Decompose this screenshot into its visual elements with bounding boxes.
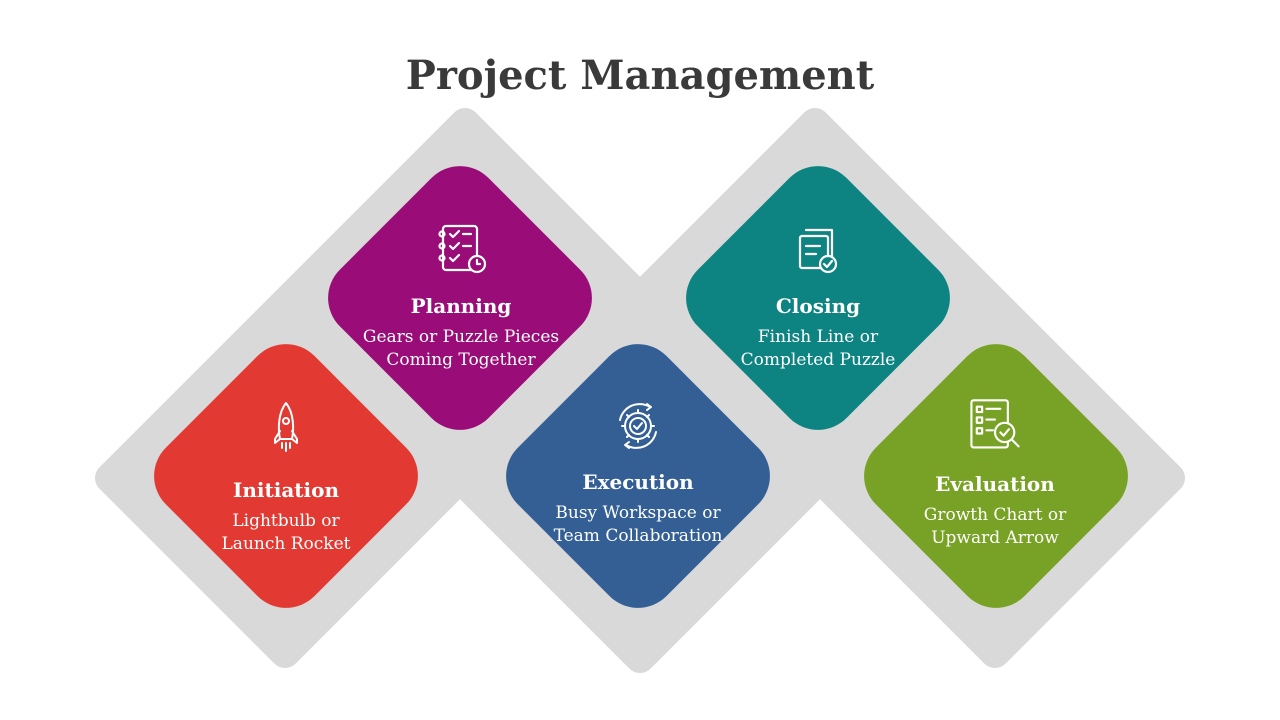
- phase-evaluation: Evaluation Growth Chart or Upward Arrow: [865, 396, 1125, 550]
- diamond-closing[interactable]: [670, 150, 967, 447]
- desc-line: Completed Puzzle: [740, 350, 896, 370]
- desc-line: Finish Line or: [757, 327, 879, 347]
- phase-planning: Planning Gears or Puzzle Pieces Coming T…: [331, 222, 591, 372]
- phase-execution: Execution Busy Workspace or Team Collabo…: [508, 398, 768, 548]
- desc-line: Busy Workspace or: [555, 503, 721, 523]
- phase-closing: Closing Finish Line or Completed Puzzle: [688, 222, 948, 372]
- diamond-evaluation[interactable]: [848, 328, 1145, 625]
- desc-line: Growth Chart or: [923, 505, 1067, 525]
- diamond-planning[interactable]: [312, 150, 609, 447]
- diamond-execution[interactable]: [490, 328, 787, 625]
- phase-description: Gears or Puzzle Pieces Coming Together: [331, 326, 591, 372]
- page-title: Project Management: [405, 52, 875, 99]
- phase-initiation: Initiation Lightbulb or Launch Rocket: [156, 392, 416, 556]
- desc-line: Lightbulb or: [232, 511, 340, 531]
- documents-check-icon: [798, 228, 838, 274]
- phase-name: Initiation: [232, 478, 339, 502]
- desc-line: Coming Together: [386, 350, 536, 370]
- phase-name: Planning: [410, 294, 512, 318]
- phase-name: Closing: [775, 294, 861, 318]
- phase-description: Lightbulb or Launch Rocket: [156, 510, 416, 556]
- gear-check-icon: [619, 403, 657, 449]
- phase-name: Evaluation: [935, 472, 1055, 496]
- rocket-icon: [274, 402, 298, 452]
- checklist-clock-icon: [438, 224, 487, 274]
- diamond-initiation[interactable]: [138, 328, 435, 625]
- report-search-icon: [970, 399, 1020, 449]
- phase-description: Growth Chart or Upward Arrow: [865, 504, 1125, 550]
- phase-description: Finish Line or Completed Puzzle: [688, 326, 948, 372]
- desc-line: Upward Arrow: [931, 528, 1059, 548]
- phase-description: Busy Workspace or Team Collaboration: [508, 502, 768, 548]
- desc-line: Launch Rocket: [221, 534, 351, 554]
- phase-name: Execution: [582, 470, 694, 494]
- desc-line: Team Collaboration: [553, 526, 723, 546]
- desc-line: Gears or Puzzle Pieces: [362, 327, 560, 347]
